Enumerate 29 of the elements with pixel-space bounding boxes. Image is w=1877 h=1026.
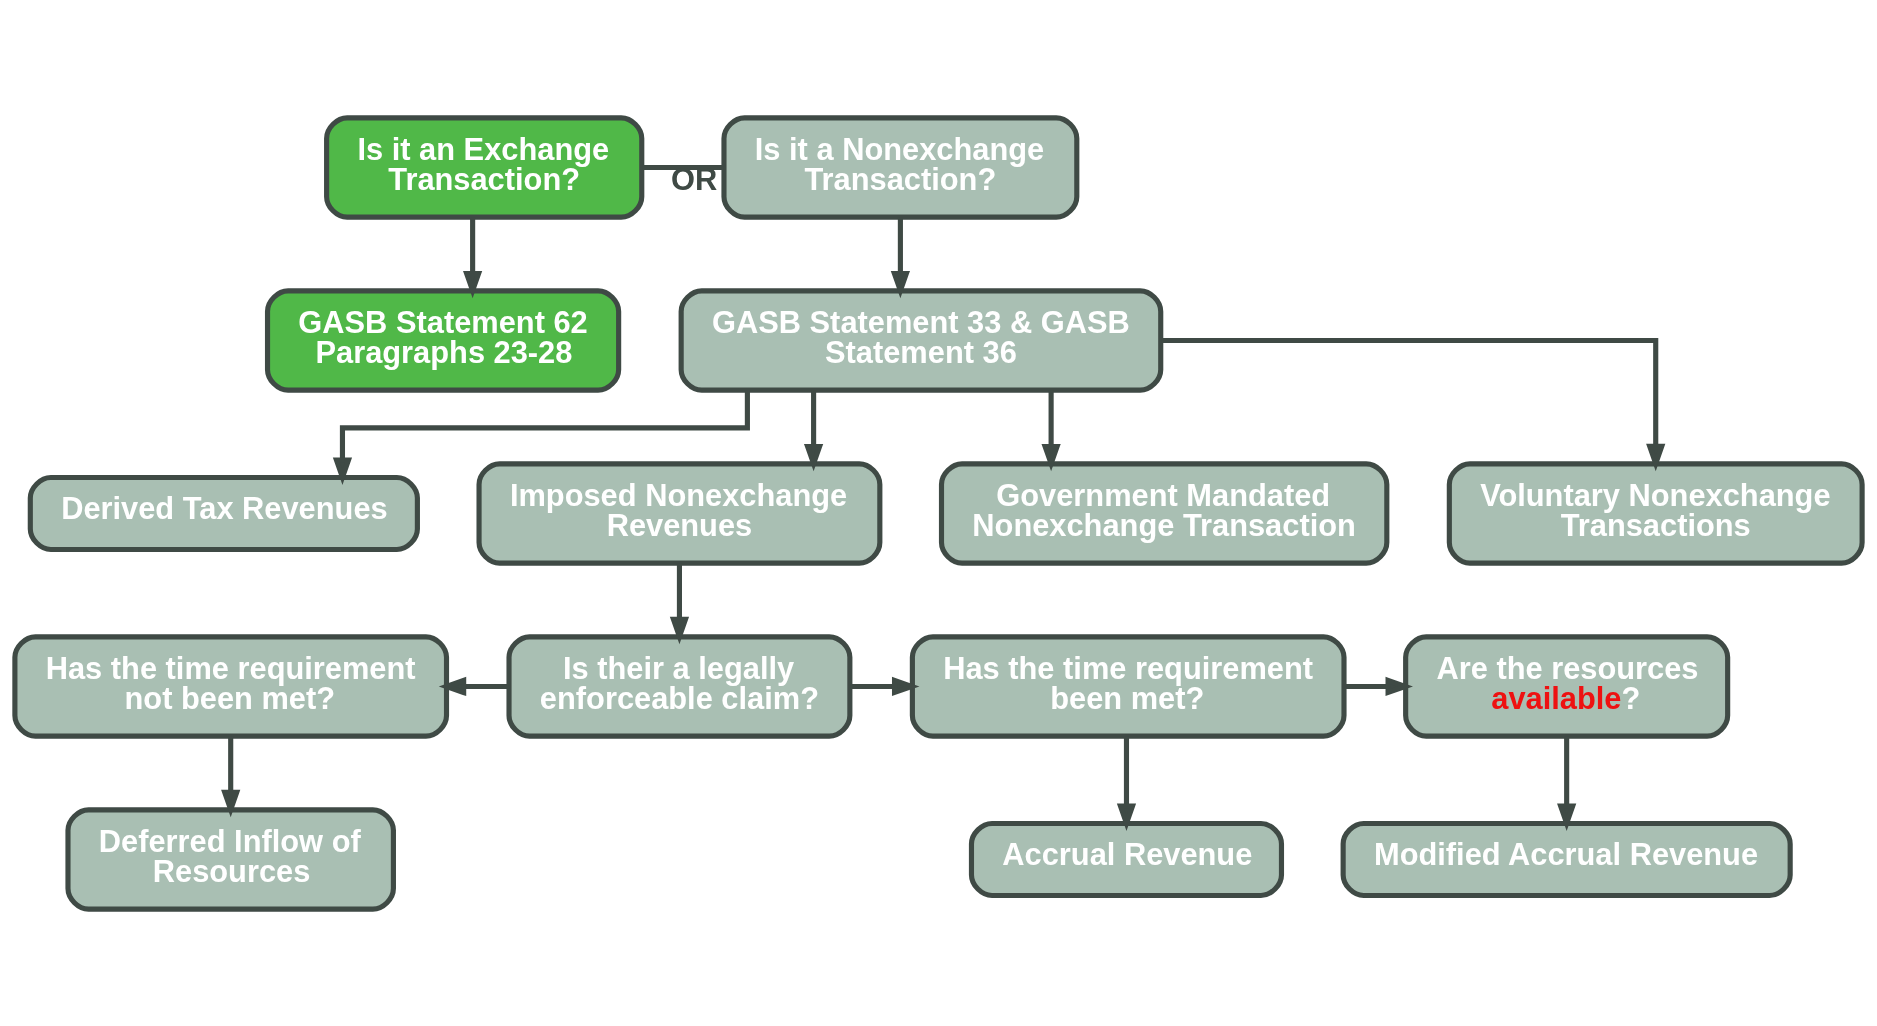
arrow — [221, 736, 241, 817]
node-box: Are the resources available? — [1403, 633, 1731, 739]
arrow — [890, 217, 910, 298]
arrow — [804, 390, 824, 471]
connector — [642, 164, 724, 170]
arrow — [1161, 337, 1666, 471]
node-box: Voluntary Nonexchange Transactions — [1446, 460, 1865, 566]
arrow — [463, 217, 483, 298]
node-box: Is it a Nonexchange Transaction? — [721, 114, 1080, 220]
arrow — [1557, 736, 1577, 831]
arrow — [438, 676, 509, 696]
node-box: Is it an Exchange Transaction? — [324, 114, 645, 220]
arrow — [1344, 676, 1413, 696]
arrow — [669, 563, 690, 644]
node-box: Government Mandated Nonexchange Transaction — [938, 460, 1390, 566]
node-box: Accrual Revenue — [968, 820, 1285, 898]
node-box: Has the time requirement not been met? — [12, 633, 450, 739]
arrow — [850, 676, 920, 696]
arrow — [1116, 736, 1137, 831]
node-box: Imposed Nonexchange Revenues — [476, 460, 883, 566]
node-box: Derived Tax Revenues — [27, 474, 420, 552]
arrow — [332, 389, 750, 485]
node-box: Modified Accrual Revenue — [1340, 820, 1793, 898]
node-box: Is their a legally enforceable claim? — [506, 633, 853, 739]
arrow — [1041, 390, 1061, 471]
node-box: GASB Statement 33 & GASB Statement 36 — [678, 287, 1164, 393]
node-box: Deferred Inflow of Resources — [65, 806, 396, 912]
node-box: Has the time requirement been met? — [909, 633, 1347, 739]
node-box: GASB Statement 62 Paragraphs 23-28 — [264, 287, 622, 393]
